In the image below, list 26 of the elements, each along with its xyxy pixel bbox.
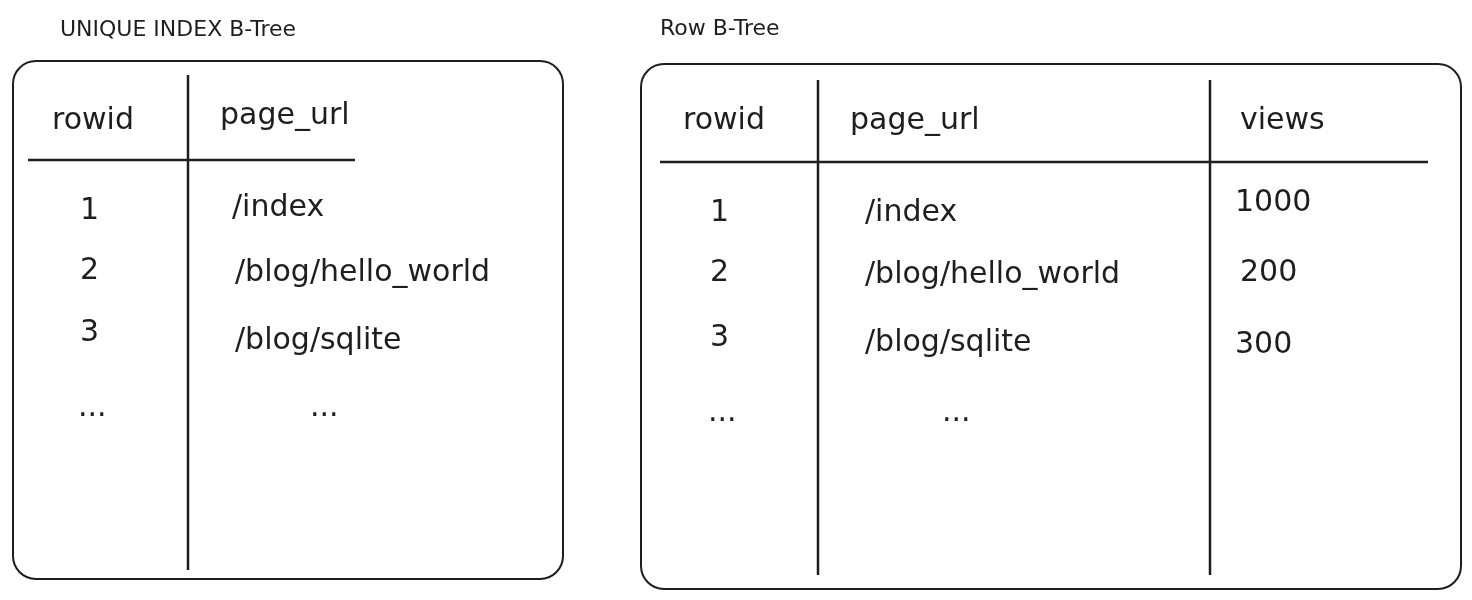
table-cell: 200 [1240,252,1298,288]
table-cell: /blog/hello_world [865,254,1121,290]
table-cell: 300 [1235,324,1293,360]
table-cell: 3 [80,312,100,348]
table-cell: ... [708,392,737,428]
column-header: views [1240,100,1325,136]
table-cell: 1 [80,190,100,226]
column-header: rowid [52,100,134,136]
table-cell: /blog/sqlite [865,322,1032,358]
table-cell: ... [78,387,107,423]
table-cell: /blog/hello_world [235,252,491,288]
table-cell: 1 [710,192,730,228]
table-cell: 3 [710,317,730,353]
table-title: Row B-Tree [660,15,780,40]
table-cell: 2 [80,250,100,286]
column-header: page_url [850,100,980,136]
table-cell: /index [865,192,958,228]
table-cell: ... [310,387,339,423]
table-cell: /blog/sqlite [235,320,402,356]
table-cell: 1000 [1235,182,1312,218]
table-cell: /index [232,187,325,223]
column-header: page_url [220,95,350,131]
table-cell: ... [942,392,971,428]
table-cell: 2 [710,252,730,288]
table-title: UNIQUE INDEX B-Tree [60,16,297,41]
column-header: rowid [683,100,765,136]
